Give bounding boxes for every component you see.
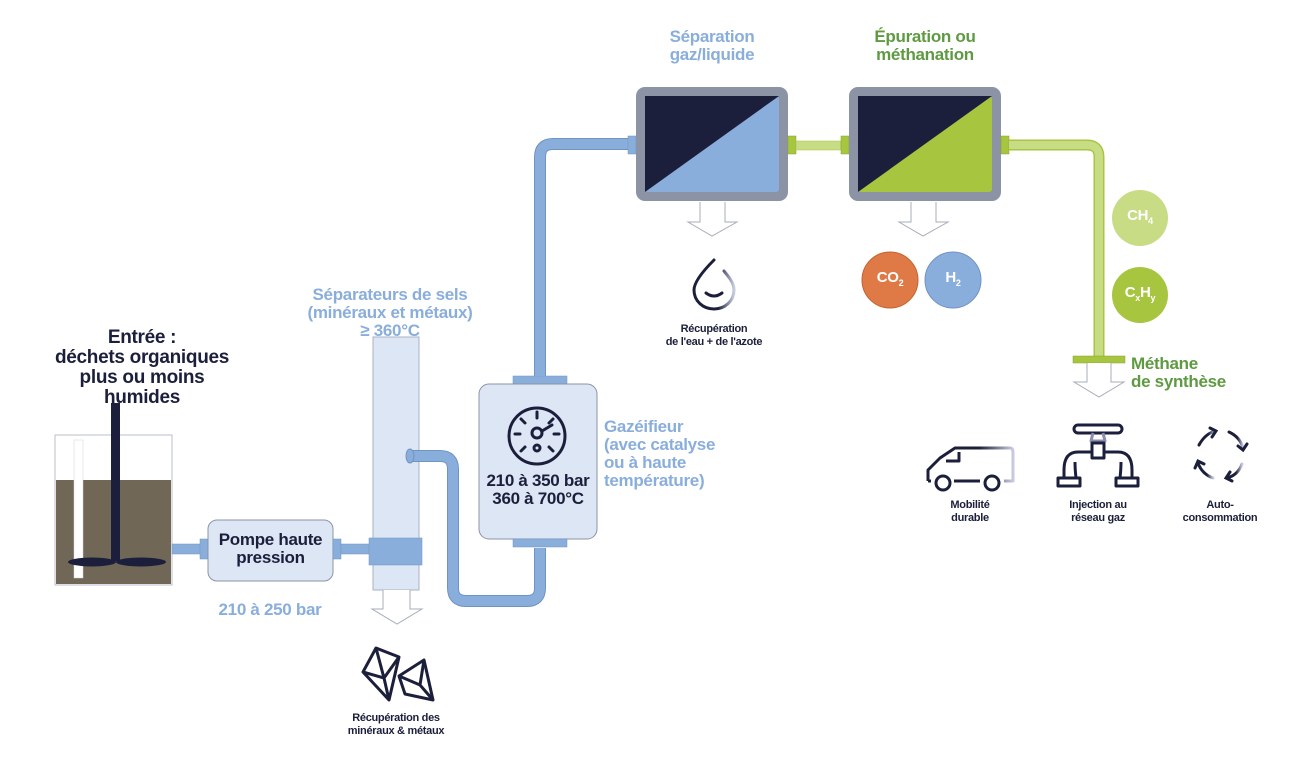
co2-bubble [861,251,919,309]
methane-title-line2: de synthèse [1131,371,1226,391]
separator-outlet-nozzle [405,448,415,464]
use-self-line2: consommation [1182,511,1258,524]
purifier-inlet-flange [840,135,850,155]
cxhy-h: H [1140,284,1151,301]
h2-base: H [945,269,956,286]
pump-pressure: 210 à 250 bar [218,600,322,619]
gas-liquid-title-line1: Séparation [669,27,755,46]
crystals-icon [361,646,435,702]
water-output-line2: de l'eau + de l'azote [665,335,763,348]
pump-label-line1: Pompe haute [218,530,323,549]
co2-sub: 2 [898,278,904,288]
pump-outlet-flange [332,538,342,560]
pipe-purifier-to-output [1009,141,1103,357]
ch4-label: CH4 [1112,208,1168,226]
separator-collar [368,537,423,566]
input-title: Entrée : déchets organiques plus ou moin… [52,328,232,408]
use-grid-line2: réseau gaz [1071,511,1125,524]
pipe-separator-to-purifier [795,140,842,151]
input-title-line2: déchets organiques [54,346,230,368]
pipe-gasifier-to-separator-outline [534,138,628,376]
cxhy-sub-y: y [1150,293,1156,303]
co2-label: CO2 [862,270,918,288]
methane-title-line1: Méthane [1131,354,1198,373]
pump-label: Pompe haute pression [208,531,333,567]
input-tank [54,403,173,586]
input-title-line1: Entrée : [107,327,177,348]
cxhy-bubble [1112,267,1168,323]
gasifier-title-line4: température) [604,470,705,490]
separator-outlet-flange [787,135,797,155]
salt-separator-title-line3: ≥ 360°C [360,320,420,340]
methane-output-arrow [1072,363,1126,398]
gasifier-top-flange [512,375,568,385]
water-output-label: Récupération de l'eau + de l'azote [654,323,774,348]
ch4-bubble [1112,190,1168,246]
gasifier-bottom-flange [512,538,568,548]
gasifier-pressure: 210 à 350 bar [486,471,590,490]
gasifier-temperature: 360 à 700°C [492,488,584,508]
gasifier-title: Gazéifieur (avec catalyse ou à haute tem… [604,418,724,489]
gas-liquid-title-line2: gaz/liquide [669,44,755,64]
gas-valve-icon [1056,423,1140,488]
h2-bubble [924,251,982,309]
salt-separator-title-line1: Séparateurs de sels [312,285,468,304]
use-grid-line1: Injection au [1069,499,1127,511]
output-flange [1072,355,1126,364]
mixer-shaft [111,403,120,561]
pump-inlet-flange [199,538,209,560]
separator-inlet-flange [627,135,637,155]
minerals-output-label: Récupération des minéraux & métaux [336,712,456,737]
mixer-blade-left [68,557,116,567]
purifier-outlet-flange [1000,135,1010,155]
cxhy-c: C [1124,284,1136,301]
methane-title: Méthane de synthèse [1131,355,1241,391]
purifier-dark-half [858,96,992,192]
water-output-arrow [686,202,739,237]
inlet-tube [73,439,84,579]
pressure-gauge-icon [507,406,567,466]
cxhy-label: CxHy [1112,285,1168,303]
pipe-separator-to-gasifier [412,451,545,606]
ch4-base: CH [1127,207,1149,224]
use-self-line1: Auto- [1206,499,1234,511]
cycle-arrows-icon [1193,426,1249,483]
gas-byproducts-arrow [897,202,950,237]
use-mobility-line2: durable [951,511,989,524]
use-self-consumption-label: Auto- consommation [1170,499,1270,524]
gasifier-conditions: 210 à 350 bar 360 à 700°C [479,472,597,508]
water-drop-icon [692,258,736,311]
gasifier-title-line1: Gazéifieur [604,417,684,436]
minerals-output-line2: minéraux & métaux [347,724,445,737]
purification-title-line1: Épuration ou [874,27,976,46]
gas-liquid-separation-title: Séparation gaz/liquide [636,28,788,64]
pipe-gasifier-to-separator [535,139,628,376]
h2-sub: 2 [955,278,961,288]
input-title-line3: plus ou moins humides [79,366,205,408]
use-mobility-label: Mobilité durable [920,499,1020,524]
salt-separator-title-line2: (minéraux et métaux) [307,302,473,322]
pipe-tank-to-pump [171,543,203,555]
use-grid-injection-label: Injection au réseau gaz [1048,499,1148,524]
ch4-sub: 4 [1148,216,1153,226]
van-icon [926,446,1015,492]
minerals-output-arrow [370,590,424,625]
pipe-purifier-to-output-outline [1009,139,1105,357]
salt-separator-title: Séparateurs de sels (minéraux et métaux)… [300,286,480,340]
purification-title: Épuration ou méthanation [849,28,1001,64]
mixer-blade-right [116,557,166,567]
minerals-output-line1: Récupération des [352,712,440,724]
h2-label: H2 [925,270,981,288]
co2-base: CO [876,269,899,286]
use-mobility-line1: Mobilité [950,499,990,511]
separator-dark-half [645,96,779,192]
cxhy-sub-x: x [1135,293,1140,303]
pump-label-line2: pression [236,547,305,567]
water-output-line1: Récupération [680,323,748,335]
purification-title-line2: méthanation [876,44,974,64]
gasifier-title-line2: (avec catalyse [604,434,716,454]
gasifier-title-line3: ou à haute [604,452,687,472]
pipe-pump-to-separator [340,543,372,555]
